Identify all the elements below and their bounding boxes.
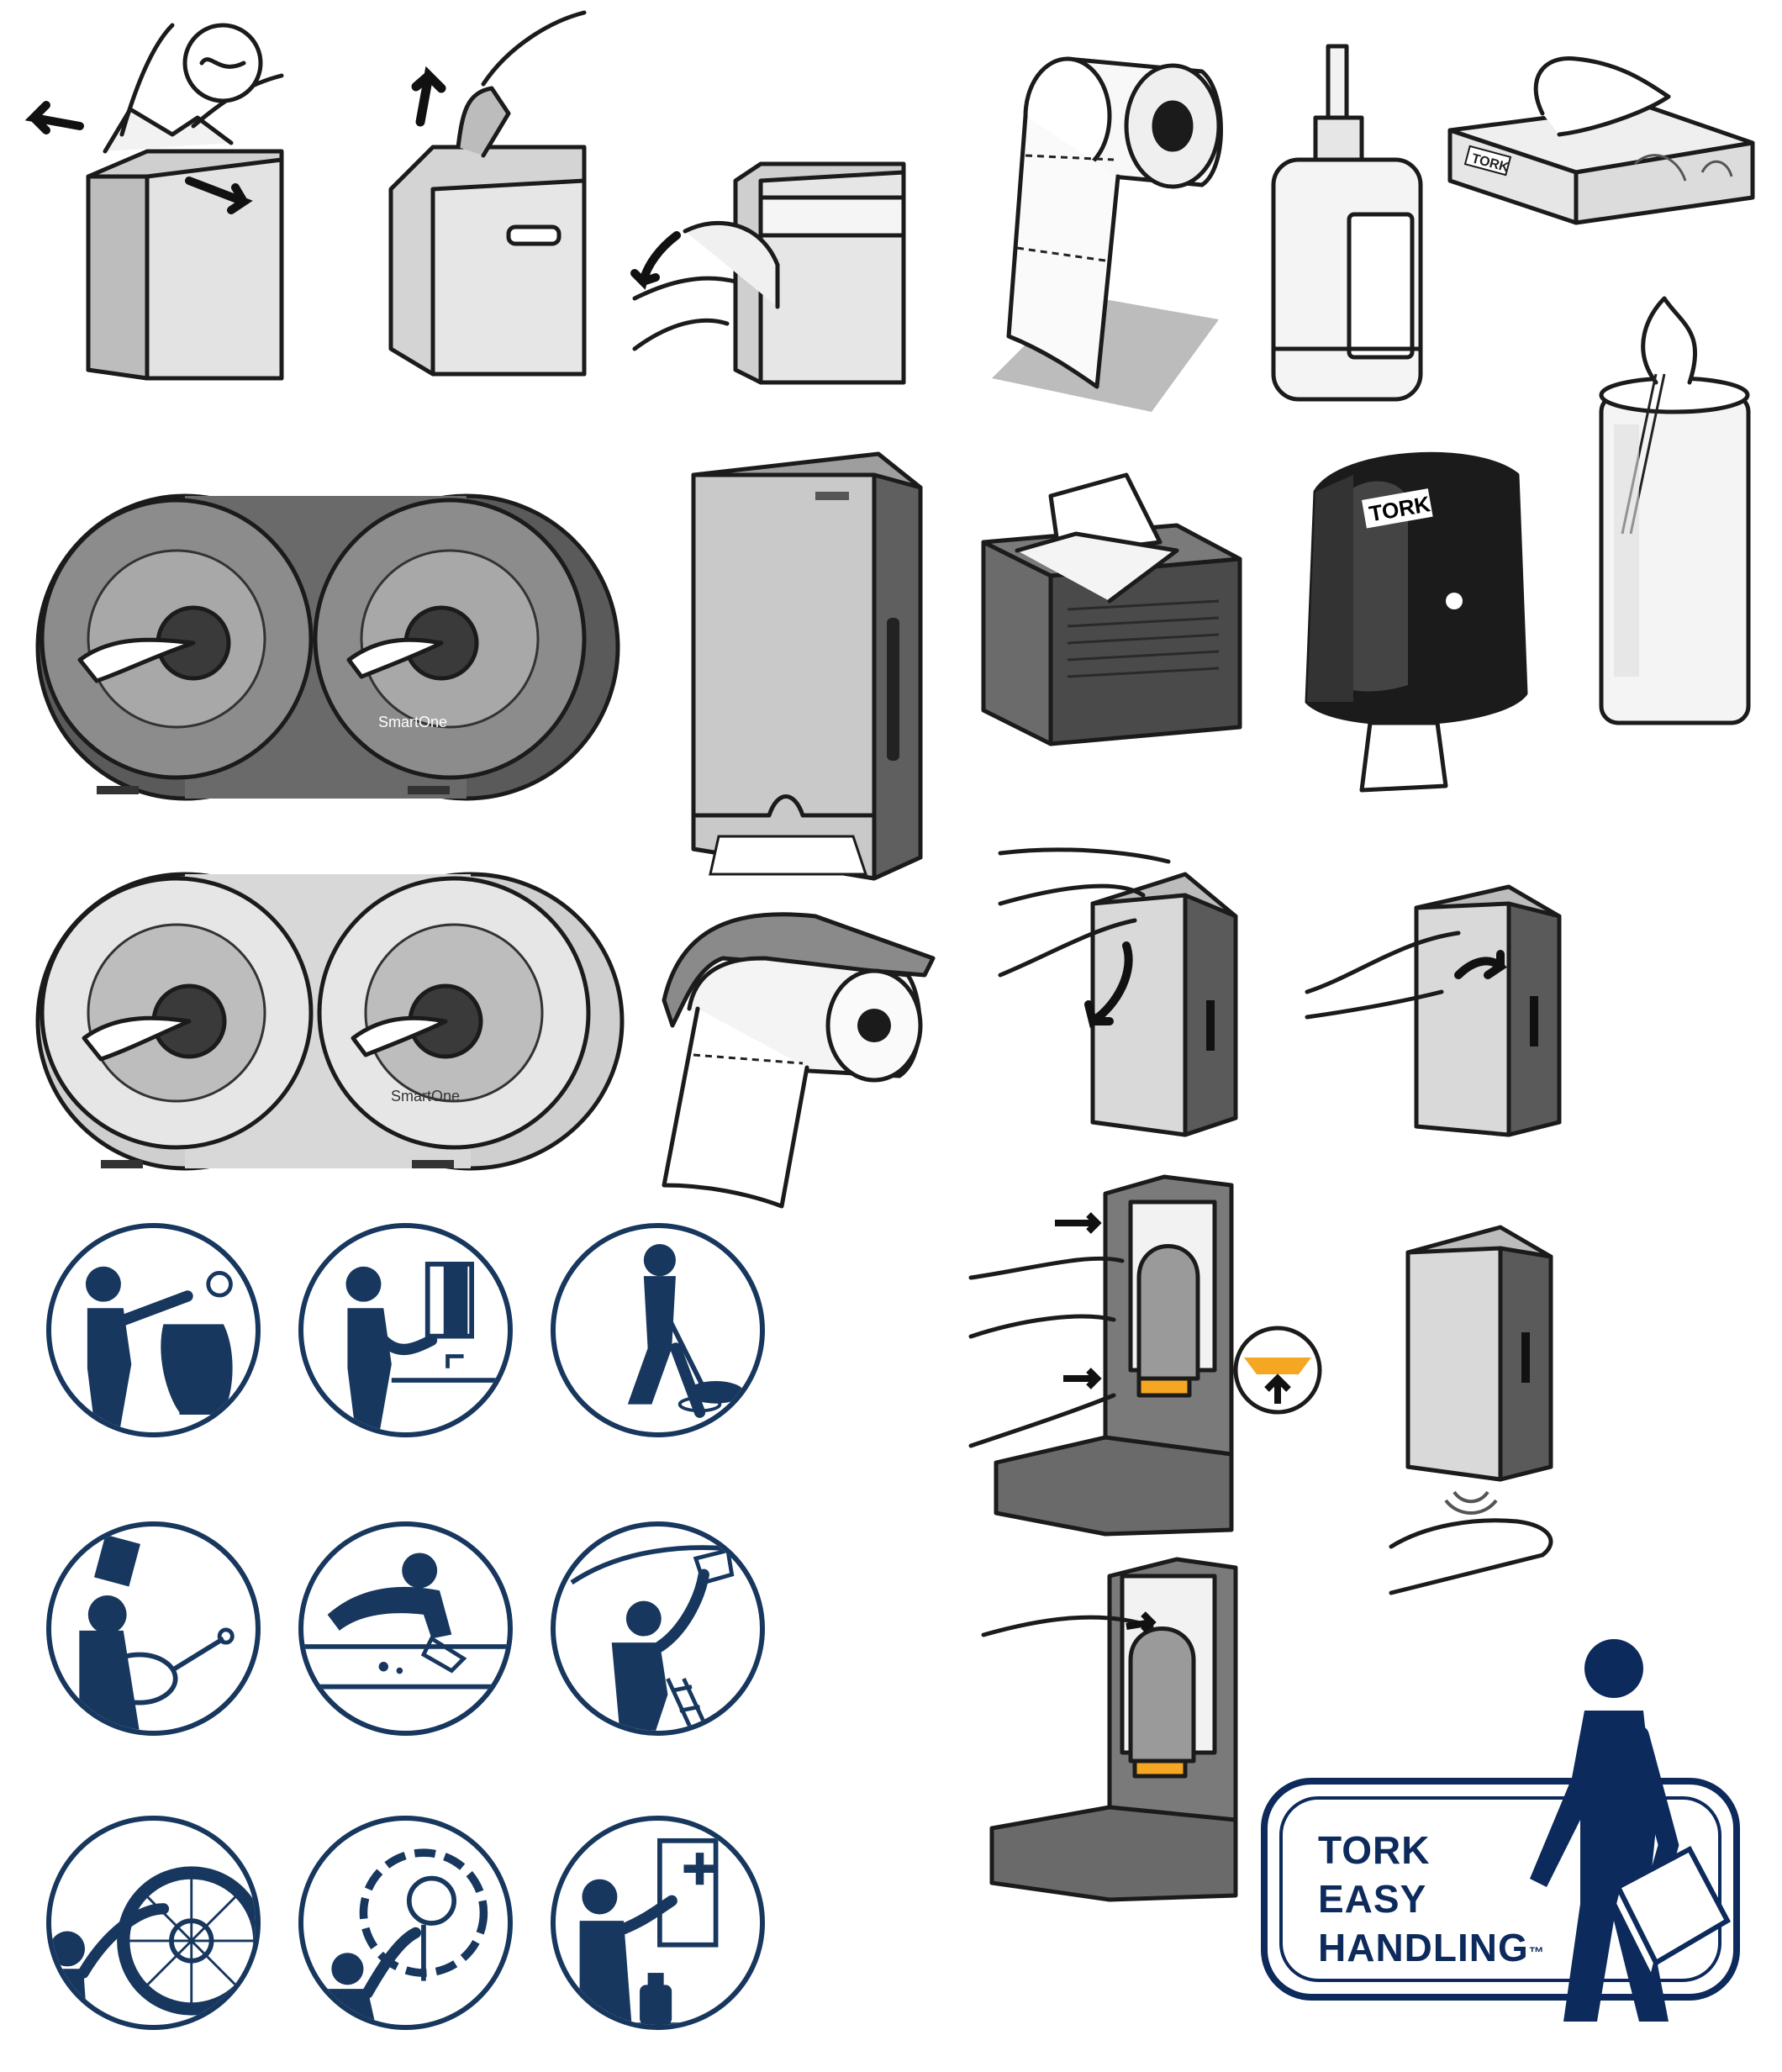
- napkin-holder-illustration: [981, 472, 1244, 752]
- wiping-table-pictogram-icon: [298, 1521, 513, 1736]
- smartone-label-bottom: SmartOne: [391, 1088, 460, 1105]
- first-aid-pictogram-icon: [551, 1816, 765, 2030]
- wheel-cleaning-pictogram-icon: [46, 1816, 261, 2030]
- badge-line-3-wrap: HANDLING™: [1318, 1926, 1545, 1969]
- roll-towel-hood-illustration: [647, 908, 937, 1210]
- badge-line-3: HANDLING: [1318, 1926, 1529, 1969]
- ladder-wiping-pictogram-icon: [551, 1521, 765, 1736]
- dusting-pictogram-icon: [46, 1223, 261, 1437]
- mopping-pictogram-icon: [551, 1223, 765, 1437]
- toilet-roll-illustration: [975, 56, 1231, 412]
- touchfree-dispenser-illustration: [1389, 1223, 1563, 1595]
- smartone-label-top: SmartOne: [378, 714, 447, 730]
- black-centerfeed-dispenser-illustration: TORK: [1290, 441, 1530, 799]
- twin-roll-dispenser-light-illustration: SmartOne: [34, 857, 630, 1173]
- badge-line-1: TORK: [1318, 1828, 1431, 1872]
- machine-cleaning-pictogram-icon: [298, 1816, 513, 2030]
- badge-line-2: EASY: [1318, 1877, 1427, 1921]
- dispenser-open-step-illustration: [998, 803, 1240, 1137]
- soap-cartridge-illustration: [1265, 44, 1429, 403]
- folded-towel-dispenser-illustration: [685, 451, 925, 883]
- box-dispensing-illustration: [630, 156, 916, 395]
- washroom-refill-pictogram-icon: [298, 1223, 513, 1437]
- wipes-roll-bag-illustration: [1597, 296, 1753, 727]
- cartridge-close-step-illustration: [981, 1557, 1244, 1904]
- box-opening-step-1-illustration: [24, 23, 298, 387]
- person-carrying-box-icon: [1513, 1635, 1732, 2026]
- twin-roll-dispenser-dark-illustration: SmartOne: [29, 475, 626, 801]
- kitchen-pan-pictogram-icon: [46, 1521, 261, 1736]
- dispenser-close-step-illustration: [1305, 883, 1568, 1137]
- box-opening-step-2-illustration: [382, 10, 593, 382]
- cartridge-insert-step-illustration: [968, 1174, 1324, 1538]
- facial-tissue-box-illustration: TORK: [1447, 55, 1755, 273]
- badge-trademark: ™: [1528, 1944, 1545, 1961]
